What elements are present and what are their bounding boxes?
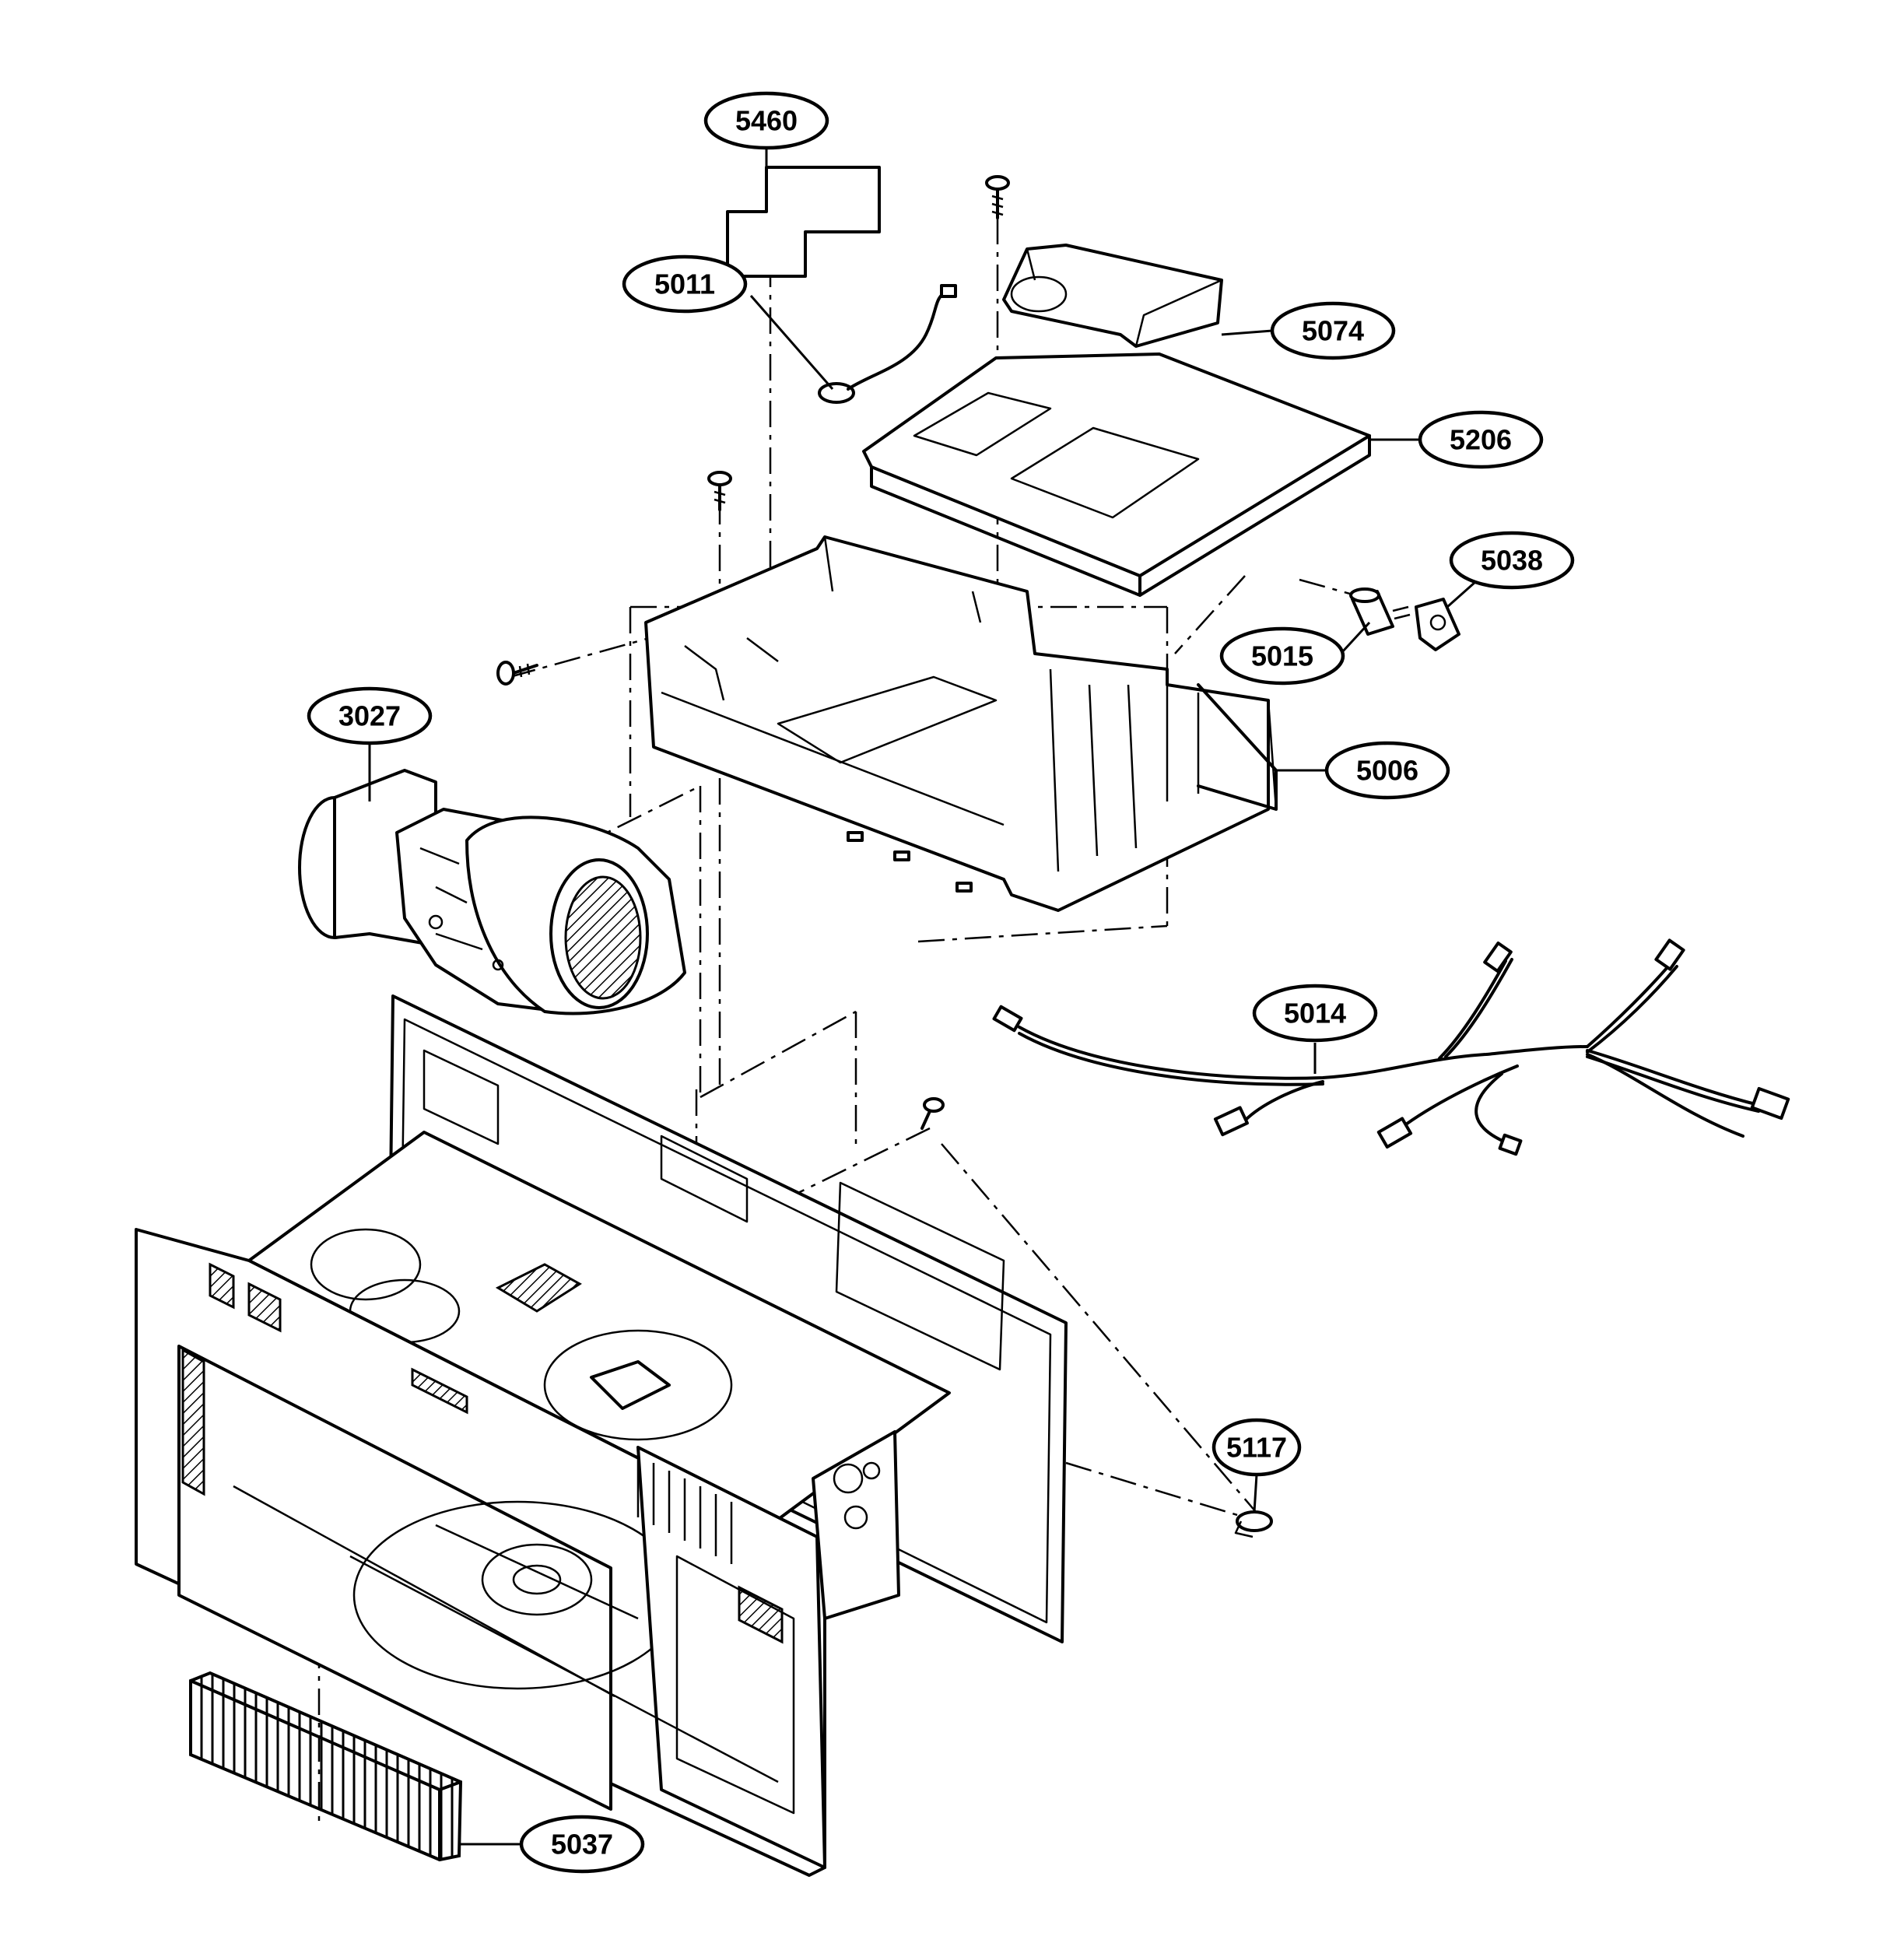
callout-5460: 5460 — [703, 91, 829, 150]
callout-label: 3027 — [338, 700, 401, 732]
callout-5015: 5015 — [1219, 626, 1345, 686]
callout-label: 5006 — [1356, 755, 1418, 787]
callout-label: 5117 — [1226, 1432, 1287, 1464]
callout-label: 5460 — [735, 105, 798, 137]
front-vent-slots — [636, 1455, 733, 1564]
part-5074-bracket — [1002, 244, 1223, 348]
callout-label: 5037 — [551, 1829, 613, 1861]
callout-5117: 5117 — [1211, 1418, 1302, 1477]
callout-label: 5015 — [1251, 640, 1313, 672]
callout-5206: 5206 — [1418, 410, 1544, 469]
callout-3027: 3027 — [307, 686, 433, 745]
screw-side — [496, 661, 538, 686]
main-cavity-assembly — [135, 994, 1068, 1877]
screw-top-left — [707, 471, 732, 511]
part-5038-socket — [1415, 598, 1460, 651]
callout-5037: 5037 — [519, 1815, 645, 1874]
callout-label: 5014 — [1284, 998, 1346, 1029]
callout-5074: 5074 — [1270, 301, 1396, 360]
part-5014-wire-harness — [992, 938, 1790, 1156]
part-5460-label — [726, 166, 881, 278]
part-5015-lamp — [1349, 587, 1411, 636]
part-5011-thermal-fuse — [818, 284, 957, 404]
callout-label: 5038 — [1481, 545, 1543, 577]
callout-5038: 5038 — [1449, 531, 1575, 590]
screw-cavity — [920, 1097, 945, 1130]
callout-label: 5011 — [654, 268, 715, 300]
callout-5011: 5011 — [622, 254, 748, 314]
callout-5014: 5014 — [1252, 984, 1378, 1043]
part-5006-chassis — [644, 535, 1278, 912]
screw-top-right — [985, 175, 1010, 219]
part-5206-cover — [862, 352, 1371, 597]
part-5037-grease-filter — [189, 1671, 463, 1862]
callout-5006: 5006 — [1324, 741, 1450, 800]
part-5117-thermistor — [1234, 1510, 1273, 1538]
callout-label: 5074 — [1302, 315, 1364, 347]
callout-label: 5206 — [1450, 424, 1512, 456]
part-3027-fan-motor — [298, 769, 686, 1015]
